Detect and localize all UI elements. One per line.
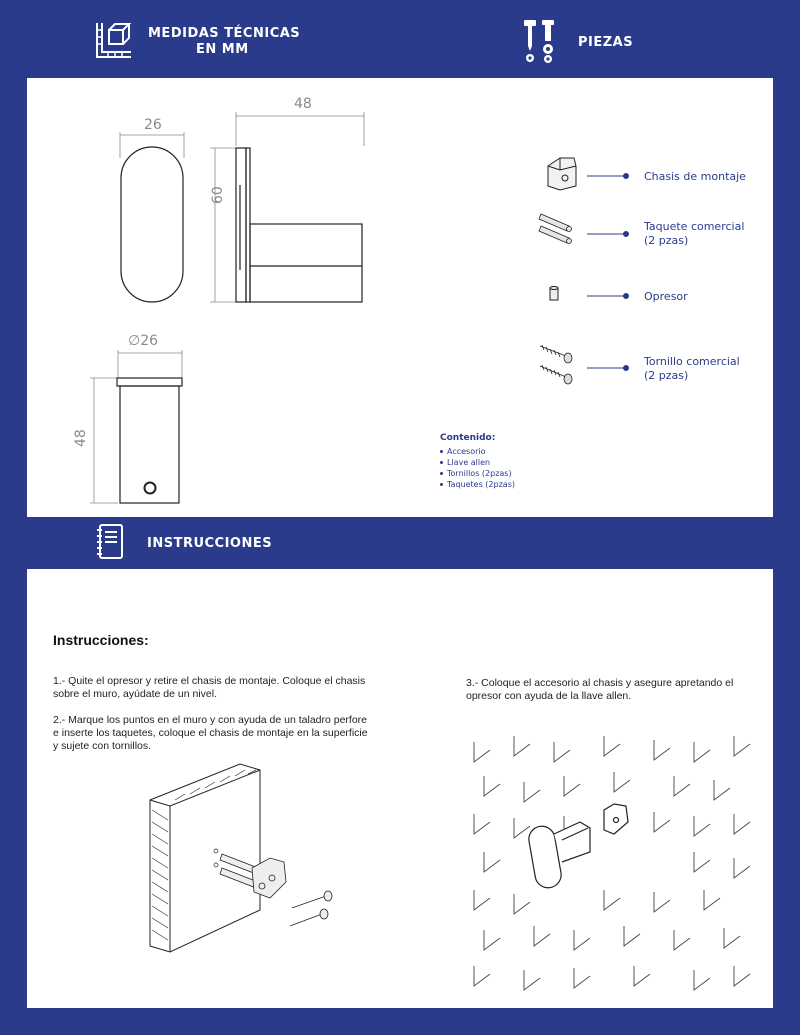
screw-icon (539, 344, 573, 385)
medidas-title-line1: MEDIDAS TÉCNICAS (148, 26, 301, 41)
list-item: Accesorio (440, 446, 515, 457)
piezas-title: PIEZAS (578, 35, 634, 50)
contents-title: Contenido: (440, 433, 496, 443)
list-item: Taquetes (2pzas) (440, 479, 515, 490)
dim-front-width: 26 (144, 117, 162, 133)
mounting-chassis-icon (547, 157, 577, 191)
medidas-title-line2: EN MM (196, 42, 249, 57)
installation-illustration-2 (473, 736, 751, 991)
header-band-top: MEDIDAS TÉCNICAS EN MM PIEZAS (0, 0, 800, 78)
part-label-taquete: Taquete comercial (2 pzas) (644, 220, 745, 247)
list-item: Llave allen (440, 457, 515, 468)
parts-graphics (538, 157, 629, 385)
contents-box: Contenido: Accesorio Llave allen Tornill… (440, 433, 515, 490)
screws-icon (524, 20, 554, 63)
list-item: Tornillos (2pzas) (440, 468, 515, 479)
set-screw-icon (549, 286, 559, 301)
instruction-step-3: 3.- Coloque el accesorio al chasis y ase… (466, 677, 734, 702)
dim-bottom-height: 48 (73, 429, 89, 447)
dim-bottom-diameter: ∅26 (128, 333, 159, 349)
instruction-step-1: 1.- Quite el opresor y retire el chasis … (53, 675, 366, 700)
contents-list: Accesorio Llave allen Tornillos (2pzas) … (440, 446, 515, 490)
technical-drawing (90, 112, 365, 504)
notebook-icon (97, 524, 123, 559)
part-label-chasis: Chasis de montaje (644, 170, 746, 183)
installation-illustration-1 (149, 763, 333, 953)
wall-plug-icon (538, 213, 572, 244)
part-label-tornillo: Tornillo comercial (2 pzas) (644, 355, 740, 382)
part-label-opresor: Opresor (644, 290, 688, 303)
header-band-instrucciones: INSTRUCCIONES (0, 517, 800, 569)
dim-side-height: 60 (210, 186, 226, 204)
instructions-heading: Instrucciones: (53, 632, 149, 648)
instrucciones-title: INSTRUCCIONES (147, 536, 273, 551)
front-view-oval (120, 146, 184, 303)
dim-side-depth: 48 (294, 96, 312, 112)
instruction-step-2: 2.- Marque los puntos en el muro y con a… (53, 714, 368, 752)
ruler-square-icon (96, 23, 132, 58)
technical-panel (27, 78, 773, 517)
instructions-panel (27, 569, 773, 1008)
